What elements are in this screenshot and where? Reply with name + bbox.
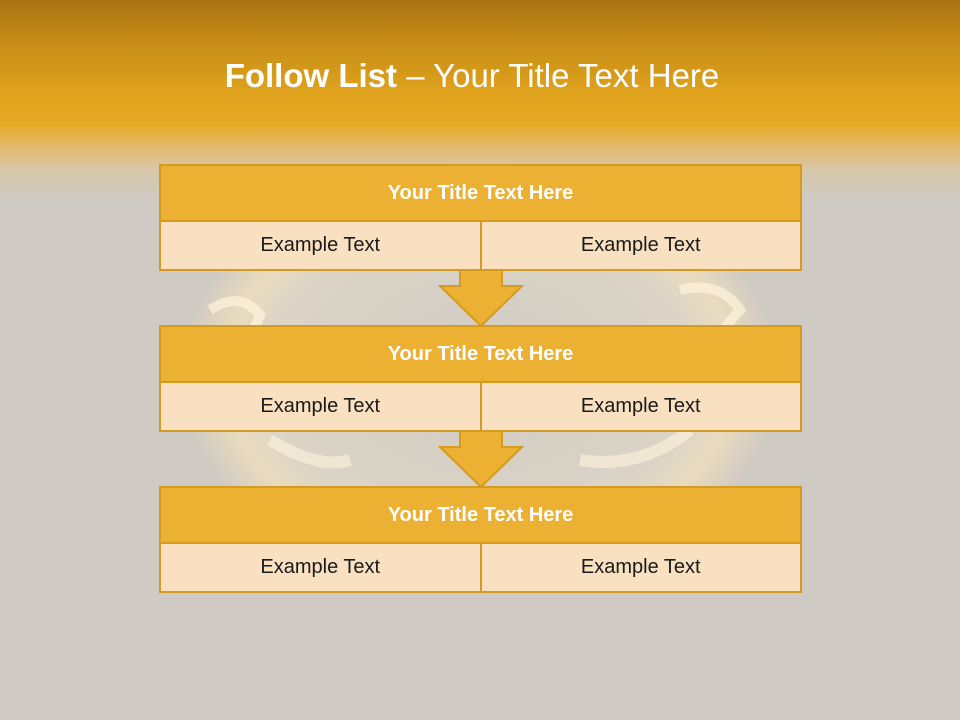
block-title: Your Title Text Here (161, 488, 800, 544)
block-title: Your Title Text Here (161, 327, 800, 383)
block-cell-right: Example Text (479, 222, 801, 269)
page-title-rest: – Your Title Text Here (406, 57, 720, 94)
block-title: Your Title Text Here (161, 166, 800, 222)
block-row: Example Text Example Text (161, 222, 800, 269)
block-row: Example Text Example Text (161, 383, 800, 430)
block-cell-left: Example Text (260, 234, 381, 256)
block-cell-right: Example Text (479, 383, 801, 430)
page-title: Follow List – Your Title Text Here (0, 52, 944, 100)
page-title-strong: Follow List (224, 57, 407, 94)
block-cell-left: Example Text (260, 395, 381, 417)
down-arrow-icon (438, 270, 524, 328)
list-block-3: Your Title Text Here Example Text Exampl… (159, 486, 802, 593)
block-cell-right: Example Text (479, 544, 801, 591)
down-arrow-icon (438, 431, 524, 489)
block-row: Example Text Example Text (161, 544, 800, 591)
list-block-2: Your Title Text Here Example Text Exampl… (159, 325, 802, 432)
block-cell-left: Example Text (260, 556, 381, 578)
list-block-1: Your Title Text Here Example Text Exampl… (159, 164, 802, 271)
